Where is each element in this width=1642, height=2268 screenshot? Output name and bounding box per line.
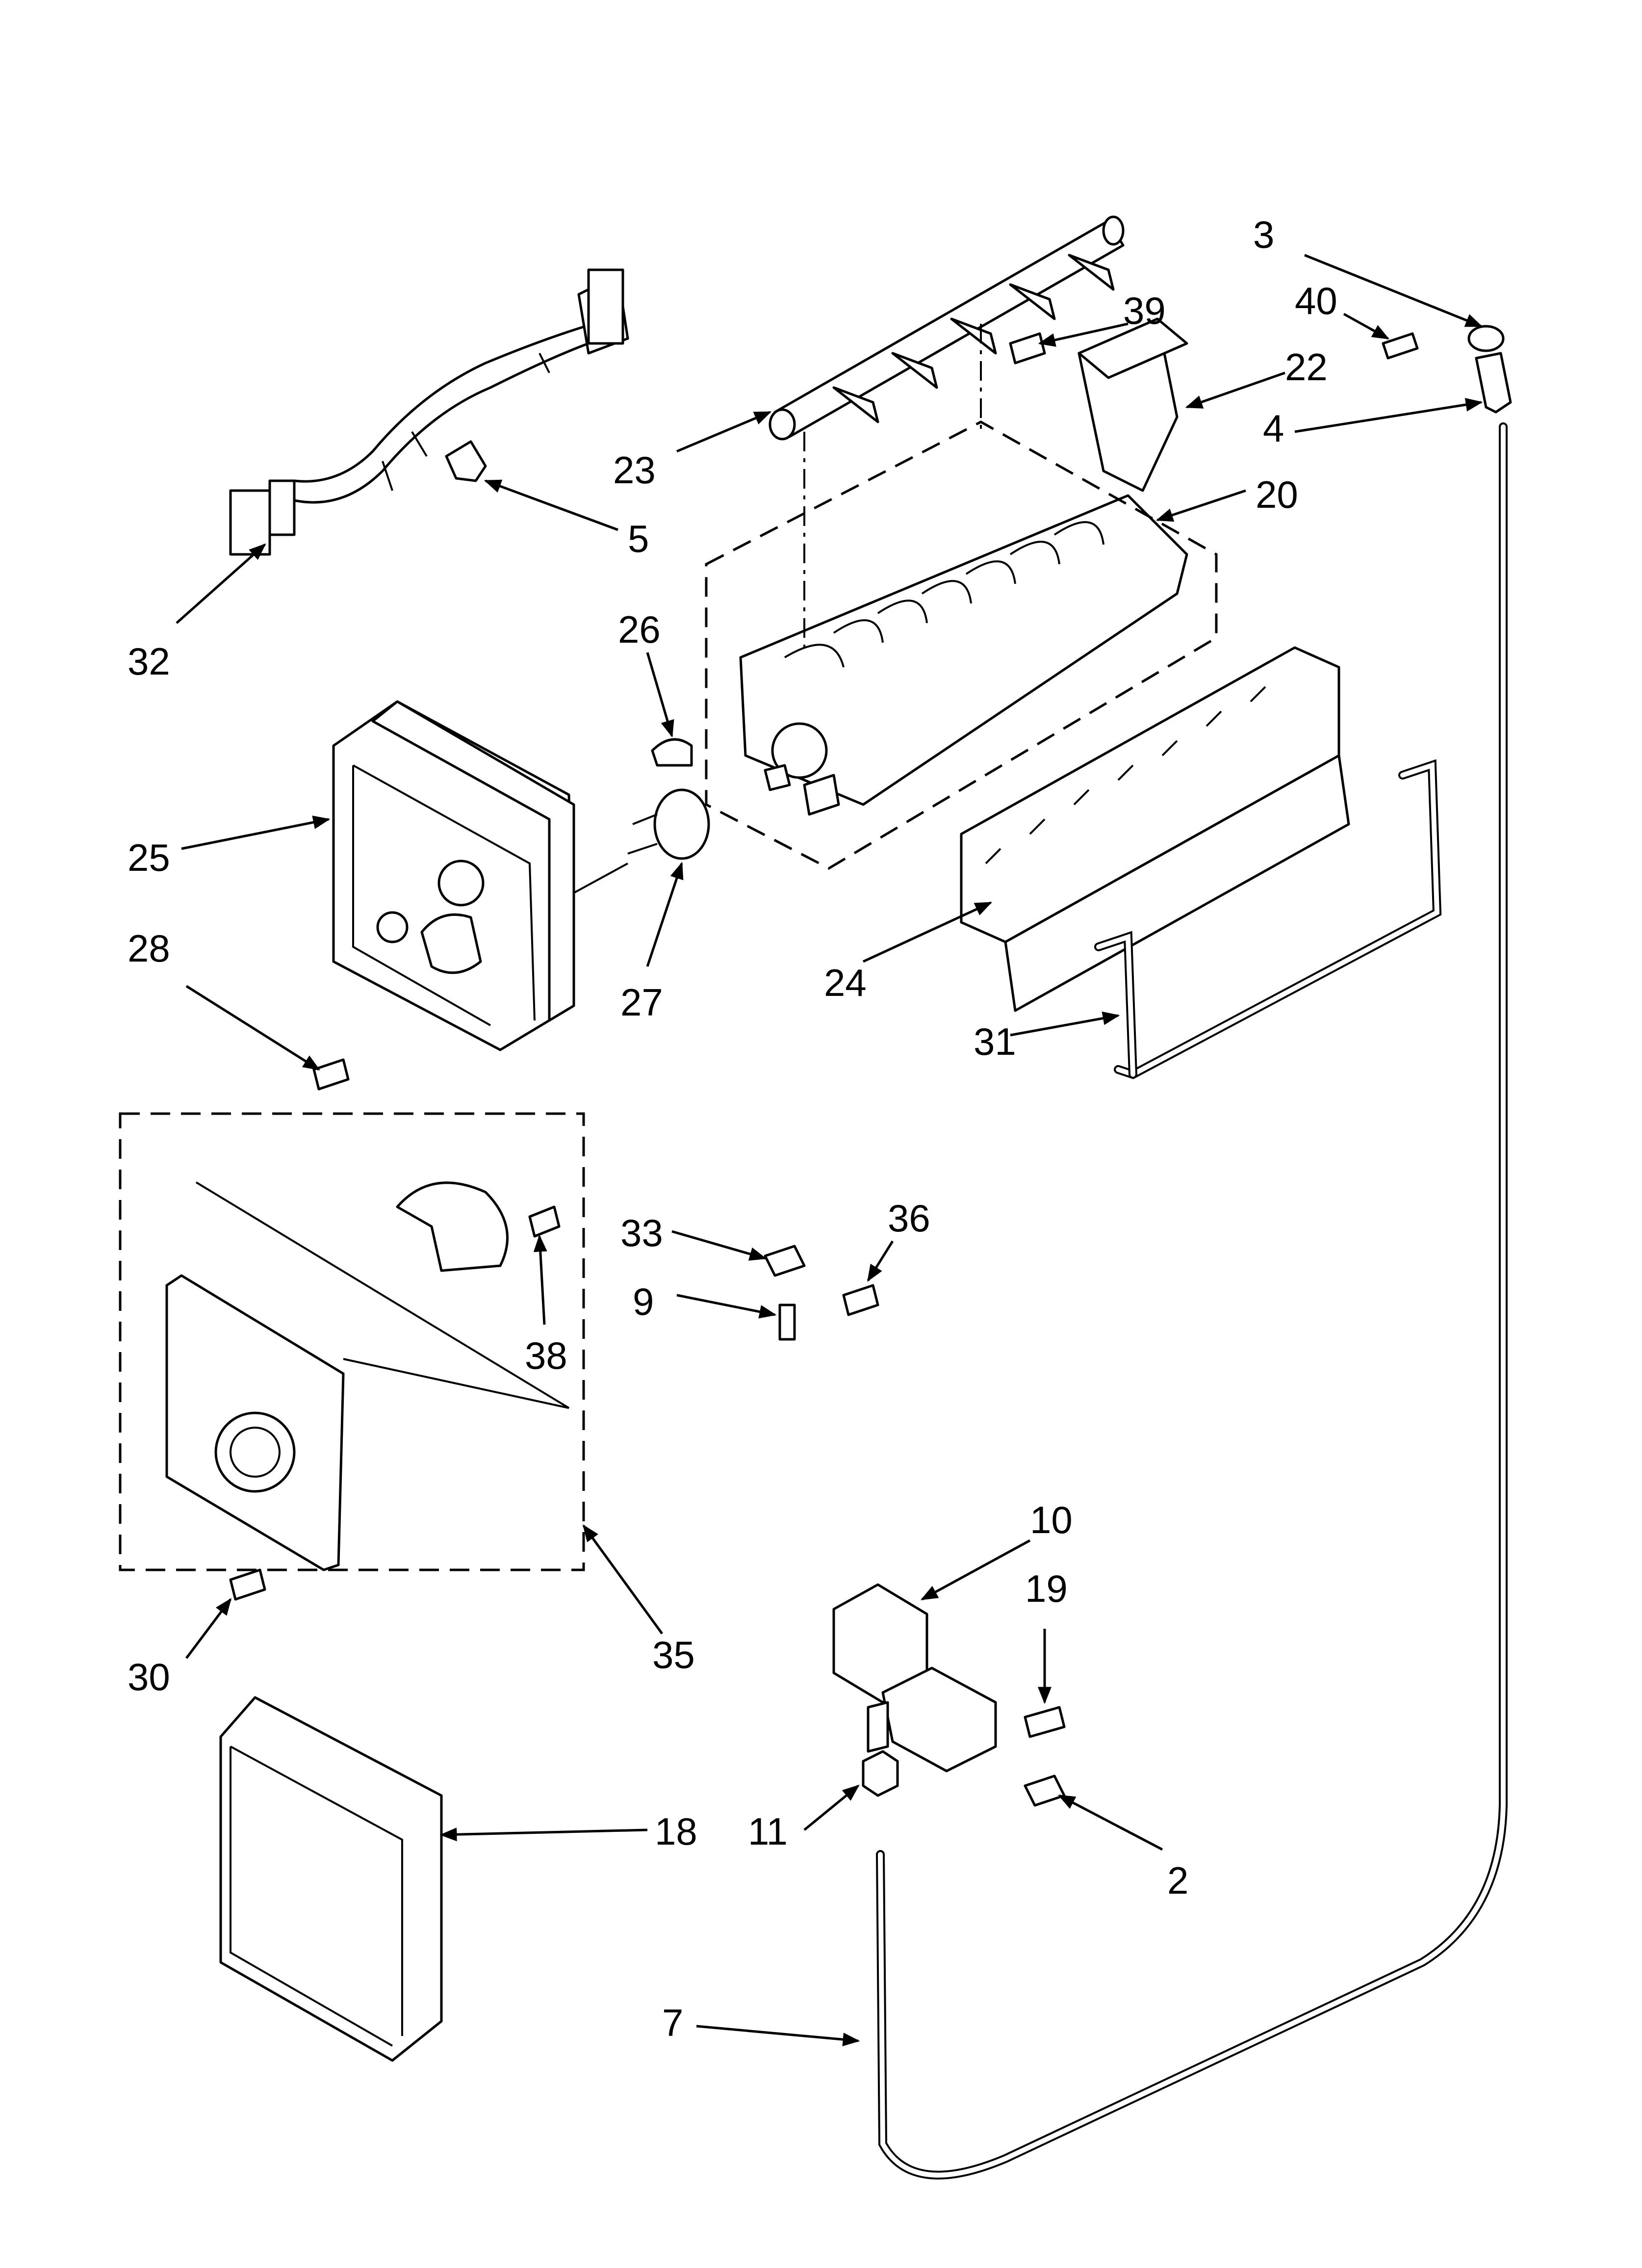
heater-plug-icon <box>627 788 710 860</box>
screw-36-icon <box>842 1284 879 1316</box>
clamp-3-icon <box>1467 325 1505 352</box>
module-assembly-outline <box>119 1112 585 1571</box>
cover-icon <box>219 1696 443 2062</box>
screw-9-icon <box>778 1303 796 1341</box>
screw-19-icon <box>1024 1706 1066 1738</box>
water-valve-icon <box>832 1583 997 1773</box>
stripper-icon <box>960 646 1350 1012</box>
module-housing-icon <box>332 700 575 1051</box>
callout-33: 33 <box>620 1211 663 1254</box>
callout-24: 24 <box>824 961 867 1004</box>
harness-clip-icon <box>445 440 487 482</box>
callout-32: 32 <box>128 640 170 683</box>
callout-18: 18 <box>655 1810 697 1853</box>
callout-22: 22 <box>1285 345 1328 389</box>
callout-38: 38 <box>525 1334 567 1377</box>
grommet-4-icon <box>1475 352 1512 414</box>
callout-9: 9 <box>633 1280 654 1323</box>
ice-mold-icon <box>739 494 1188 816</box>
callout-25: 25 <box>128 836 170 879</box>
callout-36: 36 <box>888 1197 930 1240</box>
fill-cup-icon <box>1078 317 1188 492</box>
fill-tube <box>876 422 1508 2180</box>
motor-icon <box>396 1181 509 1272</box>
callout-26: 26 <box>618 608 661 651</box>
thermostat-clip-icon <box>651 738 693 767</box>
callout-39: 39 <box>1123 289 1166 332</box>
screw-39-icon <box>1009 332 1046 365</box>
callout-20: 20 <box>1256 473 1298 516</box>
callout-3: 3 <box>1253 213 1274 256</box>
callout-7: 7 <box>662 2001 683 2044</box>
callout-19: 19 <box>1025 1567 1068 1610</box>
callout-28: 28 <box>128 927 170 970</box>
callout-4: 4 <box>1263 407 1284 450</box>
callout-35: 35 <box>652 1633 695 1676</box>
callout-23: 23 <box>613 448 656 492</box>
ejector-icon <box>769 215 1125 441</box>
callout-40: 40 <box>1295 279 1337 322</box>
screw-38-icon <box>528 1205 561 1238</box>
callout-30: 30 <box>128 1655 170 1698</box>
screw-40-icon <box>1382 332 1419 360</box>
bracket-33-icon <box>764 1245 806 1277</box>
callout-11: 11 <box>748 1810 788 1853</box>
shutoff-arm-icon <box>1094 759 1442 1079</box>
mold-assembly-outline <box>705 420 1218 870</box>
callout-31: 31 <box>974 1020 1016 1063</box>
callout-2: 2 <box>1167 1859 1188 1902</box>
callout-27: 27 <box>620 981 663 1024</box>
module-plate-icon <box>165 1274 345 1571</box>
leader-lines <box>176 254 1483 2047</box>
clip-2-icon <box>1024 1774 1066 1807</box>
screw-28-icon <box>312 1058 350 1091</box>
callout-5: 5 <box>628 517 649 560</box>
screw-30-icon <box>229 1568 266 1601</box>
tube-nut-icon <box>862 1750 899 1797</box>
callout-10: 10 <box>1030 1498 1073 1541</box>
